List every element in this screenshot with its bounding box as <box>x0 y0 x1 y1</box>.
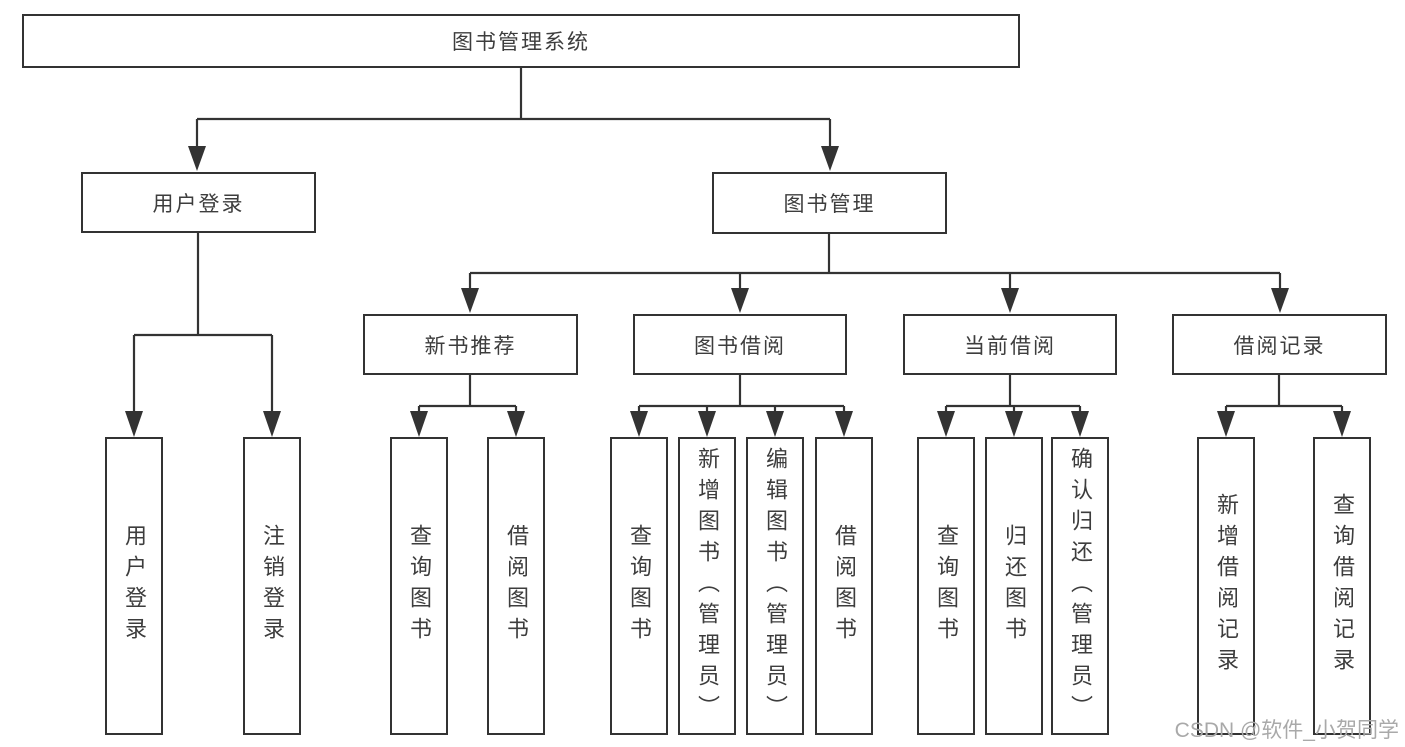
node-leaf-edit-book-admin: 编辑图书（管理员） <box>746 437 804 735</box>
node-leaf-add-borrow-record: 新增借阅记录 <box>1197 437 1255 735</box>
node-book-borrow: 图书借阅 <box>633 314 847 375</box>
node-label: 查询图书 <box>934 524 959 648</box>
node-label: 当前借阅 <box>964 334 1056 358</box>
node-leaf-return-book: 归还图书 <box>985 437 1043 735</box>
node-label: 用户登录 <box>122 524 147 648</box>
node-book-management: 图书管理 <box>712 172 947 234</box>
node-label: 借阅记录 <box>1233 334 1326 358</box>
node-leaf-borrow-book-2: 借阅图书 <box>815 437 873 735</box>
node-label: 归还图书 <box>1002 524 1027 648</box>
node-leaf-confirm-return-admin: 确认归还（管理员） <box>1051 437 1109 735</box>
node-leaf-user-login: 用户登录 <box>105 437 163 735</box>
node-leaf-borrow-book-1: 借阅图书 <box>487 437 545 735</box>
node-label: 新书推荐 <box>424 334 517 358</box>
node-leaf-query-borrow-record: 查询借阅记录 <box>1313 437 1371 735</box>
node-borrow-records: 借阅记录 <box>1172 314 1387 375</box>
node-current-borrow: 当前借阅 <box>903 314 1117 375</box>
node-root: 图书管理系统 <box>22 14 1020 68</box>
node-leaf-query-book-3: 查询图书 <box>917 437 975 735</box>
node-leaf-query-book-1: 查询图书 <box>390 437 448 735</box>
node-label: 借阅图书 <box>832 524 857 648</box>
node-label: 图书管理 <box>783 193 876 216</box>
node-label: 新增图书（管理员） <box>695 446 720 726</box>
node-leaf-add-book-admin: 新增图书（管理员） <box>678 437 736 735</box>
node-label: 注销登录 <box>260 524 285 648</box>
node-new-book-recommend: 新书推荐 <box>363 314 578 375</box>
node-user-login: 用户登录 <box>81 172 316 233</box>
node-label: 编辑图书（管理员） <box>763 446 788 726</box>
node-leaf-logout: 注销登录 <box>243 437 301 735</box>
csdn-watermark: CSDN @软件_小贺同学 <box>1174 719 1399 742</box>
node-label: 图书借阅 <box>694 334 786 358</box>
node-label: 用户登录 <box>152 192 245 216</box>
node-leaf-query-book-2: 查询图书 <box>610 437 668 735</box>
node-label: 查询图书 <box>407 524 432 648</box>
node-label: 查询借阅记录 <box>1330 493 1355 679</box>
node-label: 新增借阅记录 <box>1214 493 1239 679</box>
node-label: 查询图书 <box>627 524 652 648</box>
node-label: 借阅图书 <box>504 524 529 648</box>
node-label: 图书管理系统 <box>452 31 590 54</box>
node-label: 确认归还（管理员） <box>1068 446 1093 726</box>
